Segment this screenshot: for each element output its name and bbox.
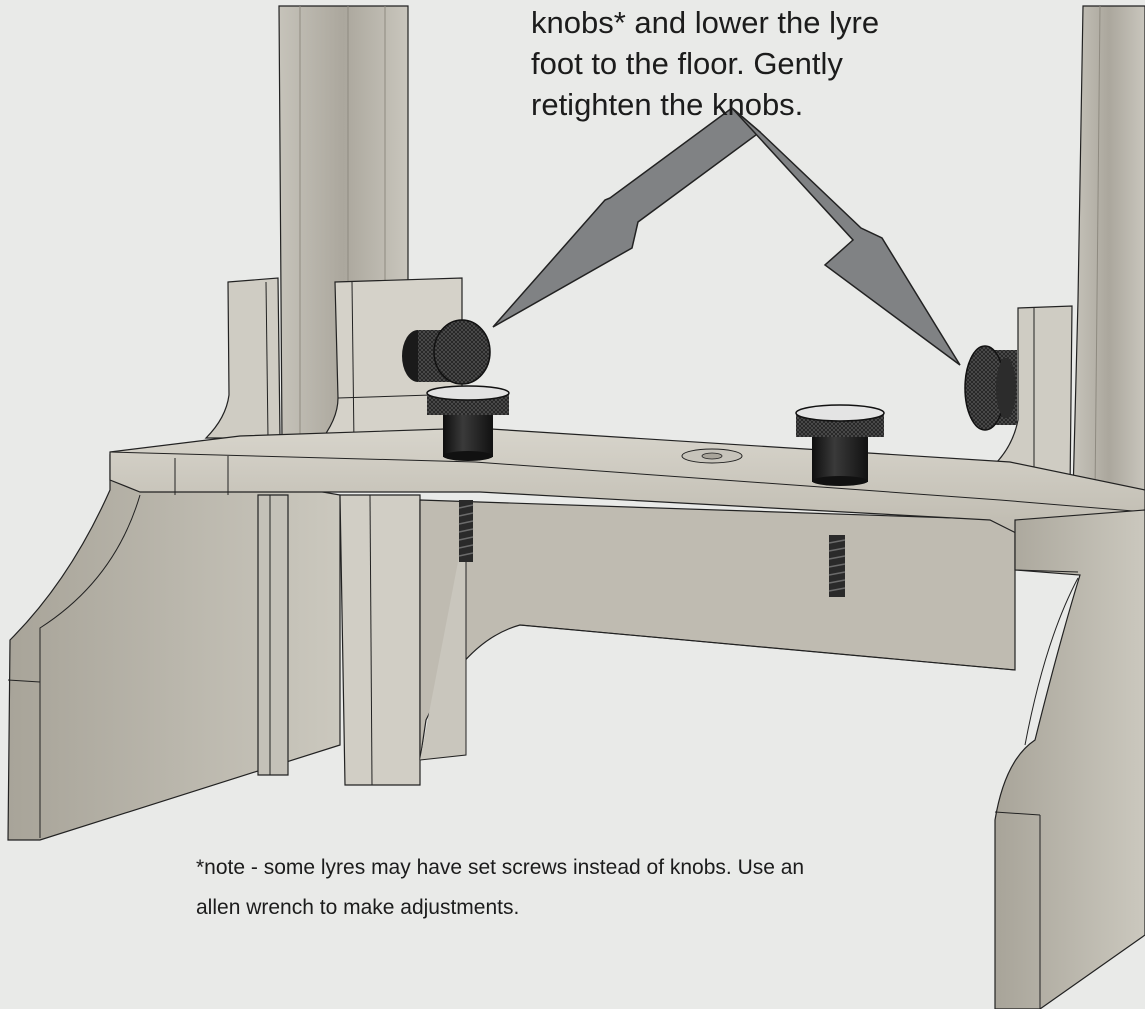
knob-left-side (402, 319, 491, 385)
inner-plate-left (257, 494, 289, 776)
footnote-line: *note - some lyres may have set screws i… (196, 856, 805, 879)
right-upright-post (1072, 5, 1145, 496)
crossbar-beam (419, 499, 1016, 761)
footnote: *note - some lyres may have set screws i… (196, 848, 916, 928)
instruction-line: retighten the knobs. (531, 87, 804, 122)
instruction-line: foot to the floor. Gently (531, 46, 843, 81)
left-socket-rear (204, 277, 281, 439)
screw-left (458, 500, 474, 562)
pointer-arrow-left (492, 107, 762, 328)
knob-center (795, 404, 885, 486)
right-foot-panel (994, 509, 1145, 1009)
footnote-line: allen wrench to make adjustments. (196, 896, 520, 919)
knob-right-side (964, 345, 1017, 431)
instruction-line: knobs* and lower the lyre (531, 5, 880, 40)
left-socket-front (316, 277, 463, 449)
pointer-arrow-right (731, 107, 961, 366)
inner-plate-center (339, 494, 421, 786)
screw-center (828, 535, 846, 597)
knob-left-top (426, 385, 510, 461)
instruction-text: knobs* and lower the lyre foot to the fl… (531, 2, 951, 125)
left-foot-panel (7, 454, 341, 841)
